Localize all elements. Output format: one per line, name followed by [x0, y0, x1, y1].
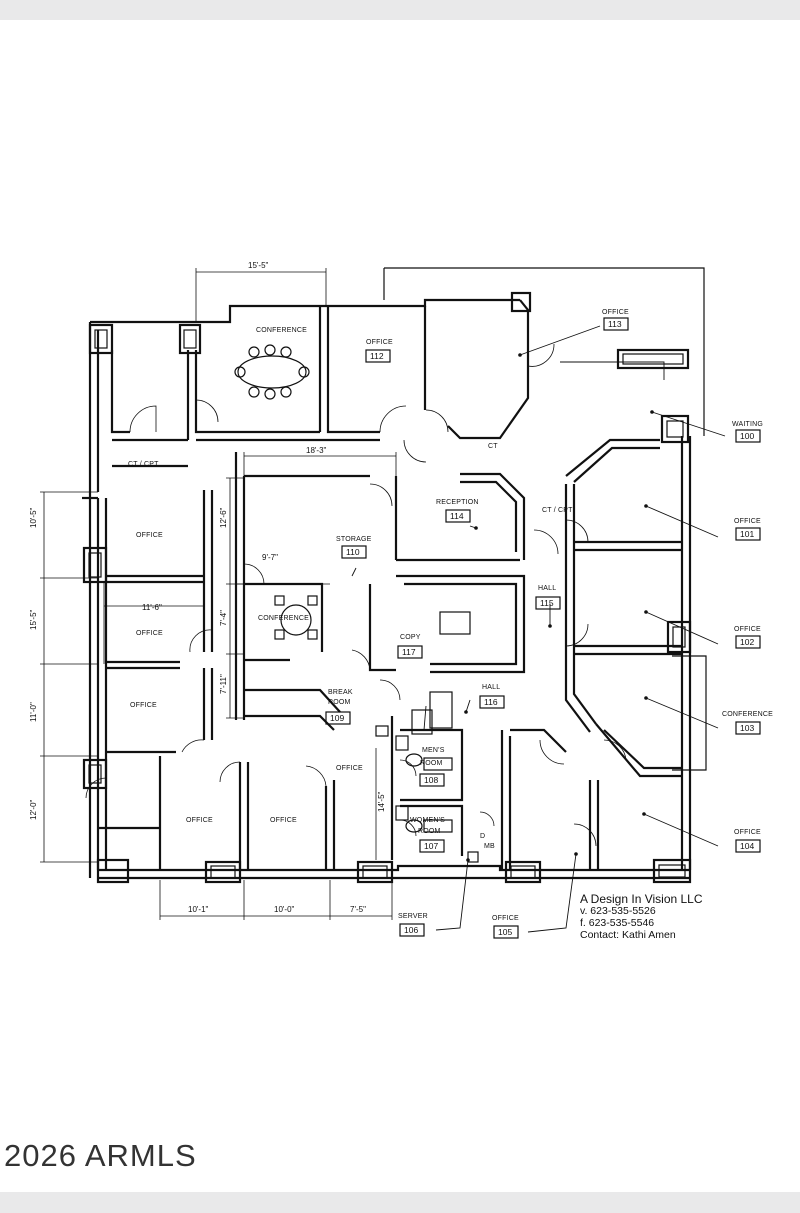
label-office-bottom-2: OFFICE [270, 817, 297, 824]
room-number-105: 105 [498, 927, 512, 937]
label-ct-cpt: CT / CPT [128, 461, 159, 468]
conference-table-small [274, 595, 318, 640]
dim-mid-2: 7'-4" [219, 610, 228, 626]
label-reception: RECEPTION [436, 499, 479, 506]
room-number-116: 116 [484, 697, 498, 707]
room-number-113: 113 [608, 319, 622, 329]
bottom-band [0, 1192, 800, 1213]
designer-credit: A Design In Vision LLC v. 623-535-5526 f… [580, 893, 703, 941]
label-server: SERVER [398, 913, 428, 920]
label-office-101: OFFICE [734, 518, 761, 525]
room-number-115: 115 [540, 598, 554, 608]
credit-fax: f. 623-535-5546 [580, 917, 655, 929]
dimension-labels: 15'-5" 18'-3" 9'-7" 11'-6" 10'-5" 15'-5"… [29, 261, 386, 914]
dim-top: 15'-5" [248, 261, 269, 270]
door-swings [85, 343, 627, 847]
label-office-hall: OFFICE [336, 765, 363, 772]
dim-left-1: 10'-5" [29, 507, 38, 528]
label-office-105: OFFICE [492, 915, 519, 922]
room-labels: CONFERENCE OFFICE OFFICE WAITING RECEPTI… [128, 309, 773, 922]
room-number-112: 112 [370, 351, 384, 361]
room-number-103: 103 [740, 723, 754, 733]
dim-left-3: 11'-0" [29, 702, 38, 722]
room-number-117: 117 [402, 647, 416, 657]
label-conference-top: CONFERENCE [256, 327, 307, 334]
dim-mid-3: 7'-11" [219, 674, 228, 694]
label-ct: CT [488, 443, 498, 450]
room-number-tags: 113 112 100 114 110 101 115 102 117 116 … [325, 317, 761, 939]
room-number-108: 108 [424, 775, 438, 785]
label-hall-116: HALL [482, 684, 500, 691]
dim-bottom-3: 7'-5" [350, 905, 366, 914]
label-storage: STORAGE [336, 536, 372, 543]
room-number-110: 110 [346, 547, 360, 557]
label-womens-1: WOMEN'S [410, 817, 445, 824]
leader-lines [351, 325, 726, 933]
dim-storage-width: 18'-3" [306, 446, 327, 455]
label-office-113: OFFICE [602, 309, 629, 316]
room-number-104: 104 [740, 841, 754, 851]
dimension-lines [40, 268, 397, 920]
dim-bottom-1: 10'-1" [188, 905, 209, 914]
interior-walls [98, 299, 707, 870]
conference-table-top [234, 344, 310, 400]
dim-mid-1: 12'-6" [219, 507, 228, 528]
label-office-102: OFFICE [734, 626, 761, 633]
room-number-109: 109 [330, 713, 344, 723]
label-office-112: OFFICE [366, 339, 393, 346]
room-number-107: 107 [424, 841, 438, 851]
dim-office-2-width: 11'-6" [142, 603, 162, 612]
top-band [0, 0, 800, 20]
label-d: D [480, 833, 485, 840]
label-conference-103: CONFERENCE [722, 711, 773, 718]
dim-left-2: 15'-5" [29, 609, 38, 630]
label-mb: MB [484, 843, 495, 850]
room-number-106: 106 [404, 925, 418, 935]
dim-conf-small-width: 9'-7" [262, 553, 278, 562]
label-hall-115: HALL [538, 585, 556, 592]
label-womens-2: ROOM [418, 828, 441, 835]
label-office-left-2: OFFICE [136, 630, 163, 637]
label-ct-cpt-2: CT / CPT [542, 507, 573, 514]
room-number-102: 102 [740, 637, 754, 647]
label-office-left-1: OFFICE [136, 532, 163, 539]
dim-office-height: 14'-5" [377, 791, 386, 812]
label-break-1: BREAK [328, 689, 353, 696]
room-number-101: 101 [740, 529, 754, 539]
label-office-left-3: OFFICE [130, 702, 157, 709]
label-waiting: WAITING [732, 421, 763, 428]
credit-firm: A Design In Vision LLC [580, 892, 703, 906]
label-break-2: ROOM [328, 699, 351, 706]
label-copy: COPY [400, 634, 421, 641]
dim-bottom-2: 10'-0" [274, 905, 295, 914]
room-number-100: 100 [740, 431, 754, 441]
label-mens-1: MEN'S [422, 747, 445, 754]
watermark: 2026 ARMLS [4, 1138, 197, 1173]
label-office-bottom-1: OFFICE [186, 817, 213, 824]
label-office-104: OFFICE [734, 829, 761, 836]
fixtures [375, 611, 479, 863]
label-conference-small: CONFERENCE [258, 615, 309, 622]
credit-contact: Contact: Kathi Amen [580, 929, 676, 941]
credit-phone: v. 623-535-5526 [580, 905, 656, 917]
label-mens-2: ROOM [420, 760, 443, 767]
dim-left-4: 12'-0" [29, 799, 38, 820]
room-number-114: 114 [450, 511, 464, 521]
